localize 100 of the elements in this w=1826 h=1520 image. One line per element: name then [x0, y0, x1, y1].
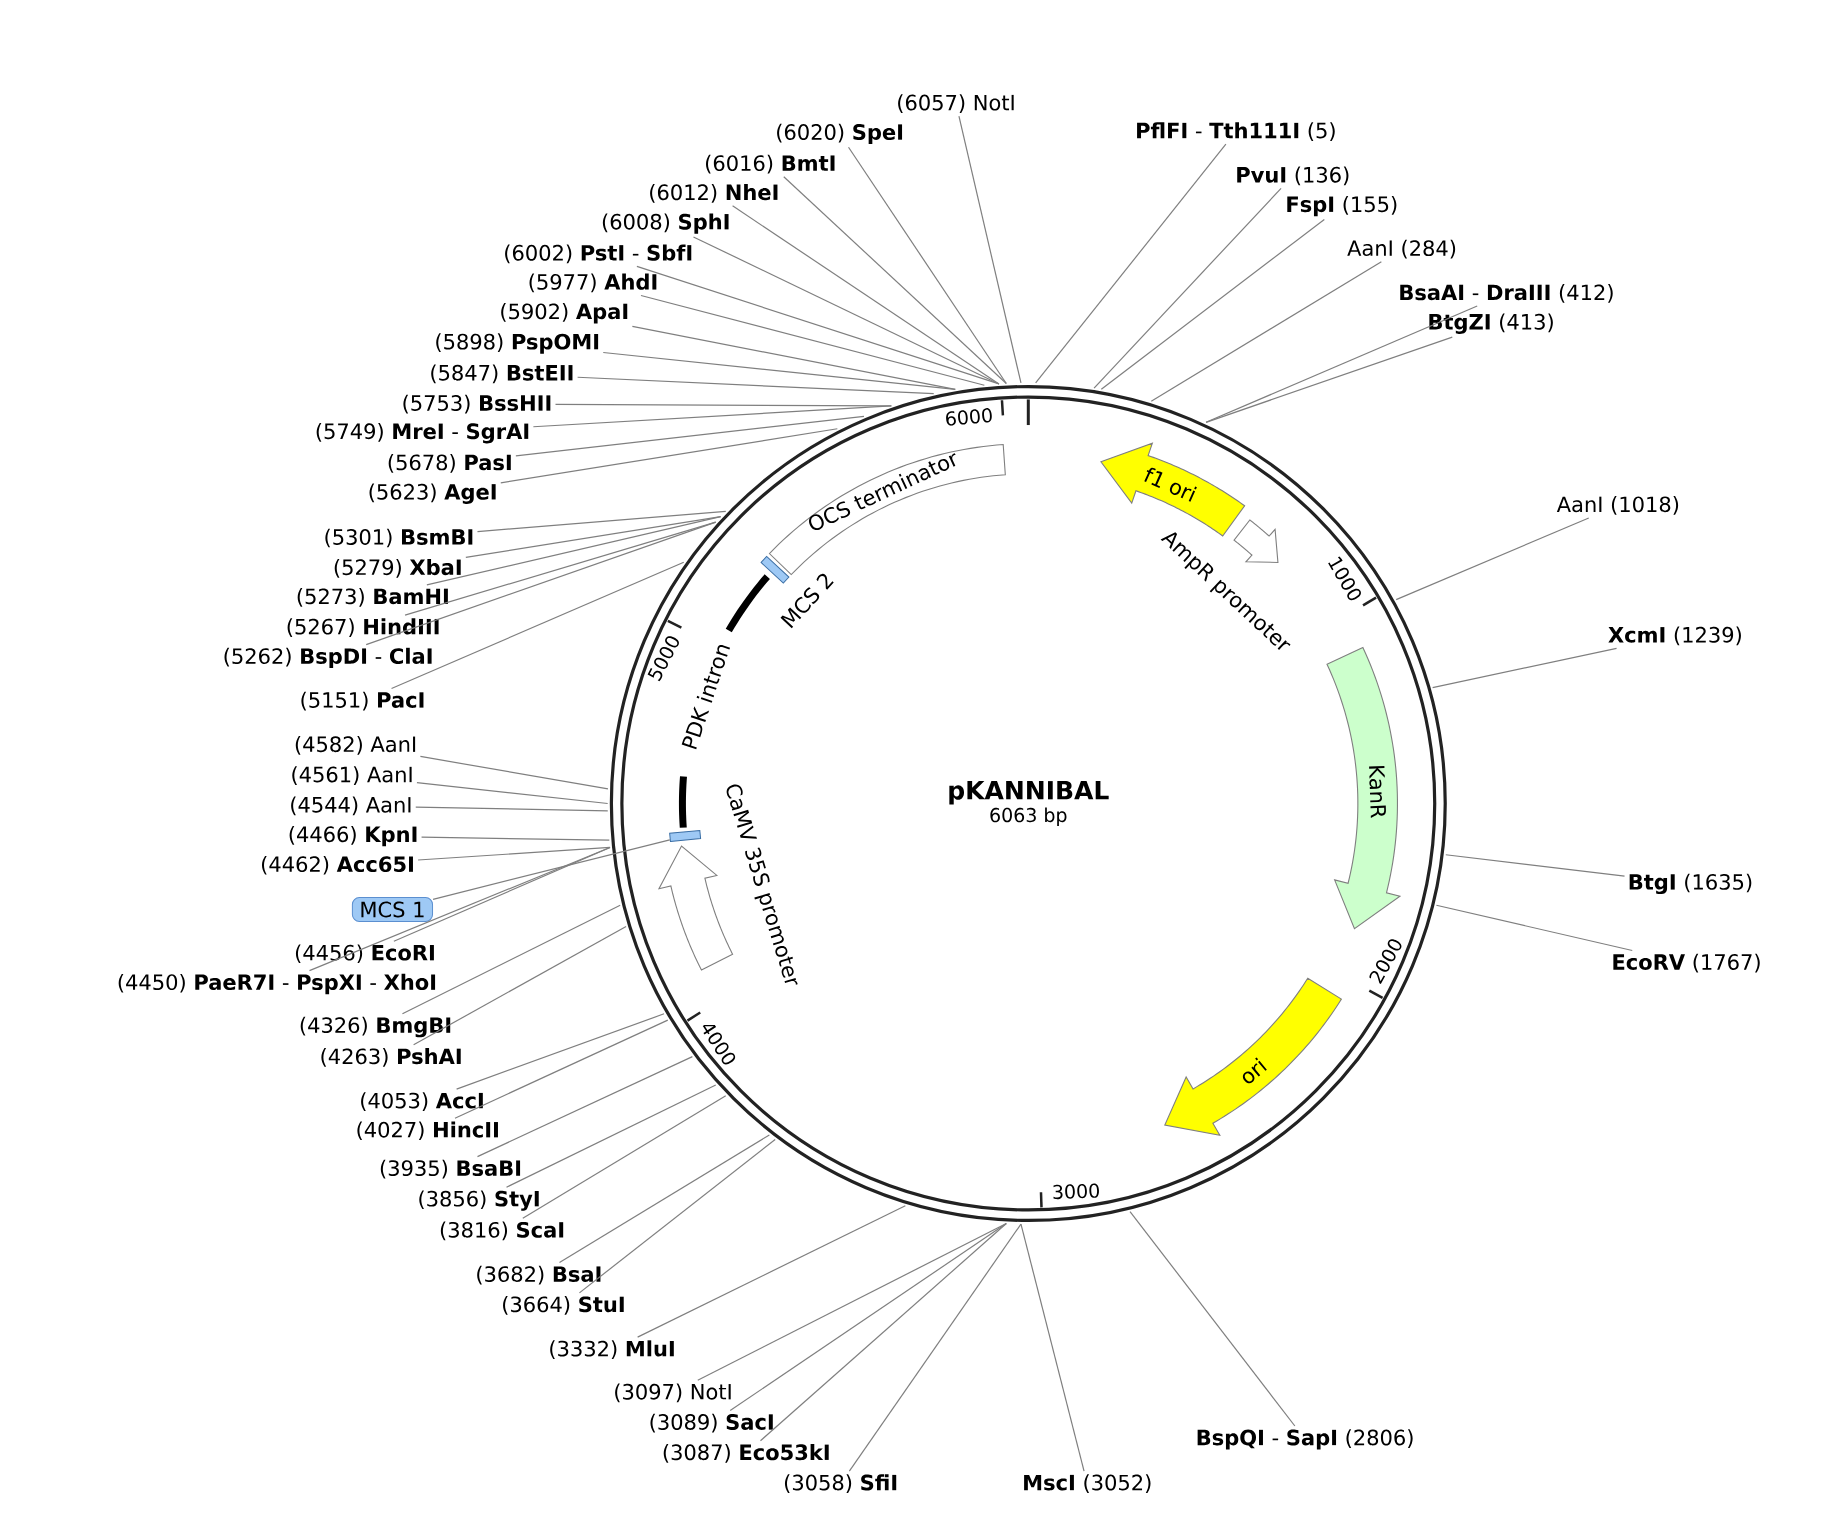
leader-line [1395, 517, 1590, 601]
leader-line [697, 1222, 1007, 1381]
leader-line [1035, 143, 1227, 384]
site-label: (4053) AccI [361, 1092, 483, 1111]
site-label: (3816) ScaI [440, 1221, 564, 1241]
site-label: (5902) ApaI [501, 303, 628, 324]
site-label: (5279) XbaI [334, 558, 461, 578]
leader-line [515, 415, 865, 457]
leader-line [848, 1223, 1022, 1472]
site-label: (3087) Eco53kI [663, 1444, 829, 1463]
site-label: (3856) StyI [419, 1190, 539, 1211]
feature-tag: MCS 1 [351, 897, 434, 922]
leader-line [432, 839, 671, 900]
leader-line [522, 1095, 727, 1219]
site-label: (5678) PasI [388, 454, 511, 473]
leader-line [958, 115, 1022, 384]
leader-line [404, 521, 717, 616]
site-label: (5151) PacI [301, 691, 424, 711]
site-label: MscI (3052) [1024, 1474, 1151, 1493]
site-label: (5262) BspDI - ClaI [224, 647, 432, 669]
site-label: PflFI - Tth111I (5) [1137, 122, 1335, 141]
leader-line [783, 176, 1007, 385]
site-label: (4466) KpnI [289, 825, 417, 847]
leader-line [401, 904, 621, 1015]
site-label: (6012) NheI [650, 183, 778, 203]
leader-line [417, 846, 611, 861]
site-label: (3058) SfiI [784, 1474, 897, 1493]
leader-line [1100, 218, 1325, 390]
site-label: (5977) AhdI [529, 273, 657, 293]
leader-line [1432, 647, 1618, 689]
site-label: (5749) MreI - SgrAI [316, 422, 529, 444]
site-label: (4582) AanI [295, 735, 416, 755]
leader-line [454, 1019, 669, 1119]
site-label: (6020) SpeI [777, 123, 903, 145]
leader-line [456, 1013, 665, 1090]
site-label: (5898) PspOMI [436, 333, 599, 354]
site-label: EcoRV (1767) [1613, 953, 1760, 973]
site-label: (4462) Acc65I [262, 855, 413, 875]
leader-line [640, 294, 985, 386]
site-label: BsaAI - DraIII (412) [1400, 284, 1613, 303]
tick-label: 6000 [946, 408, 992, 426]
leader-line [1093, 187, 1282, 389]
site-label: (3089) SacI [650, 1413, 773, 1433]
site-label: (6057) NotI [898, 94, 1014, 113]
leader-line [420, 836, 610, 841]
leader-line [532, 405, 892, 428]
leader-line [578, 1138, 776, 1294]
leader-line [1435, 904, 1633, 952]
leader-line [476, 1056, 693, 1158]
leader-line [476, 510, 727, 533]
leader-line [465, 516, 722, 559]
tick-label: 5000 [647, 636, 679, 682]
leader-line [415, 806, 609, 812]
leader-line [1020, 1223, 1085, 1472]
leader-line [1150, 261, 1382, 402]
leader-line [390, 561, 685, 690]
leader-line [505, 1084, 717, 1188]
leader-line [558, 1134, 770, 1264]
plasmid-title: pKANNIBAL 6063 bp [949, 781, 1109, 826]
site-label: (4263) PshAI [321, 1048, 461, 1067]
site-label: (4326) BmgBI [300, 1016, 451, 1038]
site-label: (5623) AgeI [369, 483, 496, 504]
leader-line [416, 782, 609, 805]
site-label: (5273) BamHI [297, 588, 448, 607]
site-label: (5753) BssHII [403, 394, 551, 414]
site-label: (5301) BsmBI [325, 528, 473, 548]
site-label: AanI (1018) [1556, 496, 1679, 515]
site-label: FspI (155) [1287, 195, 1397, 217]
site-label: BtgI (1635) [1629, 873, 1752, 895]
feature-block: KanR [1326, 646, 1402, 930]
site-label: (6002) PstI - SbfI [505, 244, 692, 264]
site-label: AanI (284) [1347, 239, 1456, 259]
leader-line [419, 755, 609, 790]
leader-line [500, 428, 838, 484]
site-label: (4544) AanI [291, 796, 411, 816]
leader-line [1445, 854, 1626, 877]
leader-line [637, 1205, 906, 1338]
leader-line [577, 376, 935, 395]
leader-line [602, 351, 956, 390]
site-label: XcmI (1239) [1608, 626, 1741, 646]
leader-line [732, 205, 1000, 385]
site-label: (4450) PaeR7I - PspXI - XhoI [118, 973, 436, 995]
site-marker [669, 829, 702, 842]
site-label: (6008) SphI [602, 213, 729, 234]
leader-line [554, 403, 892, 407]
site-label: (3097) NotI [615, 1383, 731, 1403]
leader-line [1129, 1211, 1296, 1427]
leader-line [631, 325, 956, 390]
site-label: (3682) BsaI [477, 1265, 601, 1285]
site-label: BtgZI (413) [1429, 313, 1553, 334]
leader-line [636, 265, 1000, 385]
site-label: (3332) MluI [550, 1340, 674, 1360]
site-label: (4456) EcoRI [295, 944, 434, 964]
site-label: (3664) StuI [503, 1296, 624, 1315]
site-label: (5847) BstEII [431, 364, 573, 384]
leader-line [729, 1222, 1007, 1412]
site-label: (4027) HincII [357, 1121, 498, 1141]
site-label: (6016) BmtI [706, 154, 835, 174]
site-label: BspQI - SapI (2806) [1197, 1429, 1413, 1450]
site-label: (4561) AanI [292, 766, 412, 785]
